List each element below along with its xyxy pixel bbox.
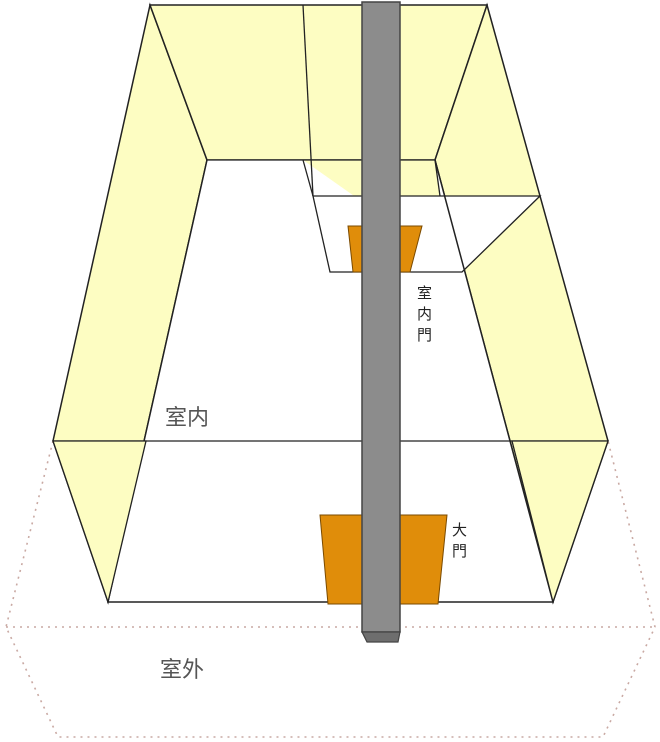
inner-room-left-edge [302, 4, 314, 197]
inner-gate-label-1: 室 [417, 284, 432, 302]
main-gate-label-2: 門 [452, 542, 467, 560]
back-wall [148, 4, 489, 161]
central-beam-end [361, 631, 401, 643]
inner-gate-label-2: 内 [417, 305, 432, 323]
inner-gate-label-3: 門 [417, 326, 432, 344]
right-wall-lower [511, 440, 609, 605]
left-wall-lower [52, 440, 147, 605]
central-beam [361, 1, 401, 633]
inner-room-label: 室内 [165, 406, 209, 431]
outside-label: 室外 [160, 658, 204, 683]
main-gate-label-1: 大 [452, 521, 467, 539]
inner-room-back-left [302, 159, 314, 197]
